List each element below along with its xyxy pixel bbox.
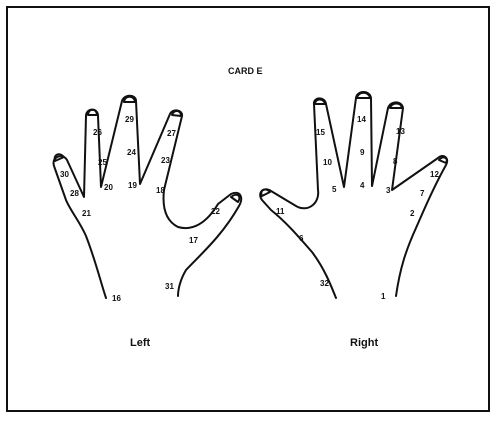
right-number-32: 32 xyxy=(320,279,329,288)
left-nail-thumb xyxy=(231,195,239,202)
right-number-2: 2 xyxy=(410,209,415,218)
right-nail-ring xyxy=(390,104,402,109)
left-nail-ring xyxy=(88,110,97,115)
right-nail-middle xyxy=(357,93,370,98)
right-number-13: 13 xyxy=(396,127,405,136)
right-number-8: 8 xyxy=(393,157,398,166)
right-hand-label: Right xyxy=(350,337,378,349)
left-hand-label: Left xyxy=(130,337,151,349)
left-number-22: 22 xyxy=(211,207,220,216)
right-number-3: 3 xyxy=(386,186,391,195)
left-number-26: 26 xyxy=(93,128,102,137)
left-number-16: 16 xyxy=(112,294,121,303)
right-number-15: 15 xyxy=(316,128,325,137)
left-nail-middle xyxy=(124,97,135,102)
card-title: CARD E xyxy=(228,66,263,76)
left-nail-index xyxy=(172,111,181,116)
left-number-17: 17 xyxy=(189,236,198,245)
right-number-10: 10 xyxy=(323,158,332,167)
right-nail-thumb xyxy=(261,189,270,196)
left-number-28: 28 xyxy=(70,189,79,198)
right-nail-index xyxy=(315,100,325,105)
right-number-7: 7 xyxy=(420,189,425,198)
right-number-12: 12 xyxy=(430,170,439,179)
left-hand-outline xyxy=(54,96,242,298)
left-number-24: 24 xyxy=(127,148,136,157)
right-number-9: 9 xyxy=(360,148,365,157)
left-number-27: 27 xyxy=(167,129,176,138)
left-number-23: 23 xyxy=(161,156,170,165)
right-nail-little xyxy=(439,157,447,163)
left-number-21: 21 xyxy=(82,209,91,218)
left-number-29: 29 xyxy=(125,115,134,124)
left-number-30: 30 xyxy=(60,170,69,179)
right-number-11: 11 xyxy=(276,207,285,216)
left-number-25: 25 xyxy=(98,158,107,167)
left-number-19: 19 xyxy=(128,181,137,190)
left-number-18: 18 xyxy=(156,186,165,195)
right-number-1: 1 xyxy=(381,292,386,301)
left-number-20: 20 xyxy=(104,183,113,192)
right-number-5: 5 xyxy=(332,185,337,194)
right-number-14: 14 xyxy=(357,115,366,124)
right-number-6: 6 xyxy=(299,234,304,243)
right-number-4: 4 xyxy=(360,181,365,190)
left-number-31: 31 xyxy=(165,282,174,291)
